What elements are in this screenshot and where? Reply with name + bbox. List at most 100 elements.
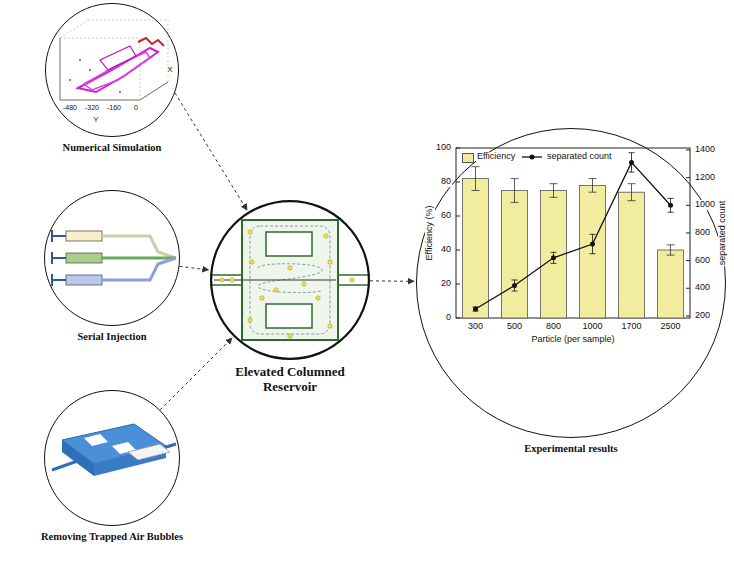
syringe-set-part-part bbox=[52, 279, 66, 281]
error-bar bbox=[590, 234, 596, 253]
count-point bbox=[551, 255, 556, 260]
circle-outline bbox=[45, 3, 179, 137]
error-bar-part bbox=[590, 234, 596, 235]
error-bar bbox=[667, 245, 675, 255]
circle-outline bbox=[44, 190, 180, 326]
syringe-set-part-part bbox=[51, 230, 53, 242]
simulation-plot-part bbox=[140, 82, 168, 100]
circle-outline bbox=[45, 191, 180, 326]
reservoir-chip-part bbox=[220, 230, 354, 338]
axis-label: -320 bbox=[84, 104, 100, 112]
tick-mark bbox=[456, 284, 460, 285]
circle-node: Elevated Columned Reservoir bbox=[210, 200, 370, 395]
reservoir-chip-part bbox=[338, 274, 370, 276]
syringe-set-part-part bbox=[51, 274, 53, 286]
circle-node: Removing Trapped Air Bubbles bbox=[7, 390, 217, 543]
reservoir-chip-part-part bbox=[248, 318, 252, 322]
simulation-plot-part bbox=[60, 38, 61, 100]
syringe-set-part bbox=[102, 236, 176, 280]
legend-dot-sample bbox=[530, 155, 535, 160]
error-bar bbox=[628, 184, 636, 201]
axis-label: -160 bbox=[106, 104, 122, 112]
chart-label: 1000 bbox=[694, 200, 716, 210]
syringe-set-part bbox=[52, 230, 66, 286]
chart-label: 800 bbox=[545, 322, 562, 332]
error-bar bbox=[589, 179, 597, 193]
reservoir-chip-part-part bbox=[324, 234, 328, 238]
reservoir-chip-part-part bbox=[288, 266, 292, 270]
error-bar-part bbox=[592, 179, 593, 193]
syringe-set-part-part bbox=[52, 257, 66, 259]
dashed-arrow bbox=[370, 280, 414, 281]
syringe-set-part bbox=[66, 253, 102, 263]
count-point bbox=[668, 203, 673, 208]
error-bar-part bbox=[628, 200, 636, 201]
error-bar-part bbox=[667, 255, 675, 256]
chart-label: separated count bbox=[718, 200, 728, 267]
chart-label: 1000 bbox=[581, 322, 603, 332]
reservoir-chip-part-part bbox=[328, 260, 332, 264]
circle-node: Experimental results bbox=[416, 128, 726, 455]
node-caption: Serial Injection bbox=[27, 331, 197, 343]
axis-label: -480 bbox=[62, 104, 78, 112]
reservoir-chip bbox=[210, 220, 370, 340]
node-caption: Elevated Columned Reservoir bbox=[215, 365, 365, 395]
efficiency-bar bbox=[502, 191, 528, 319]
error-bar-part bbox=[550, 183, 558, 184]
reservoir-chip-part-part bbox=[258, 264, 322, 293]
chart-label: 200 bbox=[694, 311, 711, 321]
plot-frame bbox=[456, 148, 690, 318]
reservoir-chip-part-part bbox=[302, 282, 306, 286]
error-bar-part bbox=[475, 167, 476, 191]
chart-label: 100 bbox=[435, 143, 452, 153]
error-bar-part bbox=[511, 178, 519, 179]
tick-mark bbox=[456, 148, 460, 149]
simulation-plot-part bbox=[69, 59, 121, 93]
reservoir-chip-part-part bbox=[288, 334, 292, 338]
error-bar-part bbox=[670, 245, 671, 255]
syringe-set bbox=[52, 230, 176, 286]
error-bar bbox=[512, 280, 518, 291]
count-point bbox=[629, 160, 634, 165]
chart-label: Particle (per sample) bbox=[530, 335, 615, 345]
syringe-set-part bbox=[66, 275, 102, 285]
simulation-plot-part bbox=[140, 38, 141, 100]
count-point bbox=[512, 283, 517, 288]
tick-mark bbox=[456, 216, 460, 217]
node-caption: Experimental results bbox=[471, 443, 671, 455]
circle-outline bbox=[45, 391, 180, 526]
dashed-arrow bbox=[175, 93, 247, 210]
simulation-plot-part bbox=[84, 52, 150, 90]
spacer bbox=[27, 190, 197, 331]
chart-label: 500 bbox=[506, 322, 523, 332]
error-bar-part bbox=[512, 279, 518, 280]
reservoir-chip-part-part bbox=[260, 296, 264, 300]
simulation-plot-part bbox=[60, 38, 140, 39]
error-bar-part bbox=[668, 198, 674, 199]
axis-label: X bbox=[166, 66, 173, 75]
chart-label: 40 bbox=[440, 245, 452, 255]
error-bar-part bbox=[589, 178, 597, 179]
efficiency-bar bbox=[619, 192, 645, 318]
count-point bbox=[473, 307, 478, 312]
error-bar-part bbox=[668, 212, 674, 213]
error-bar bbox=[472, 167, 480, 191]
simulation-plot-part bbox=[78, 48, 158, 92]
error-bar bbox=[551, 252, 557, 263]
reservoir-chip-part bbox=[266, 304, 312, 328]
error-bar-part bbox=[553, 184, 554, 198]
chip-block-part bbox=[52, 458, 86, 470]
legend-swatch bbox=[462, 153, 474, 163]
reservoir-chip-part-part bbox=[316, 296, 320, 300]
spacer bbox=[7, 390, 217, 531]
efficiency-bar bbox=[580, 185, 606, 318]
count-line bbox=[476, 162, 671, 309]
error-bar bbox=[668, 198, 674, 212]
reservoir-chip-part-part bbox=[220, 278, 224, 282]
chart-label: 600 bbox=[694, 256, 711, 266]
